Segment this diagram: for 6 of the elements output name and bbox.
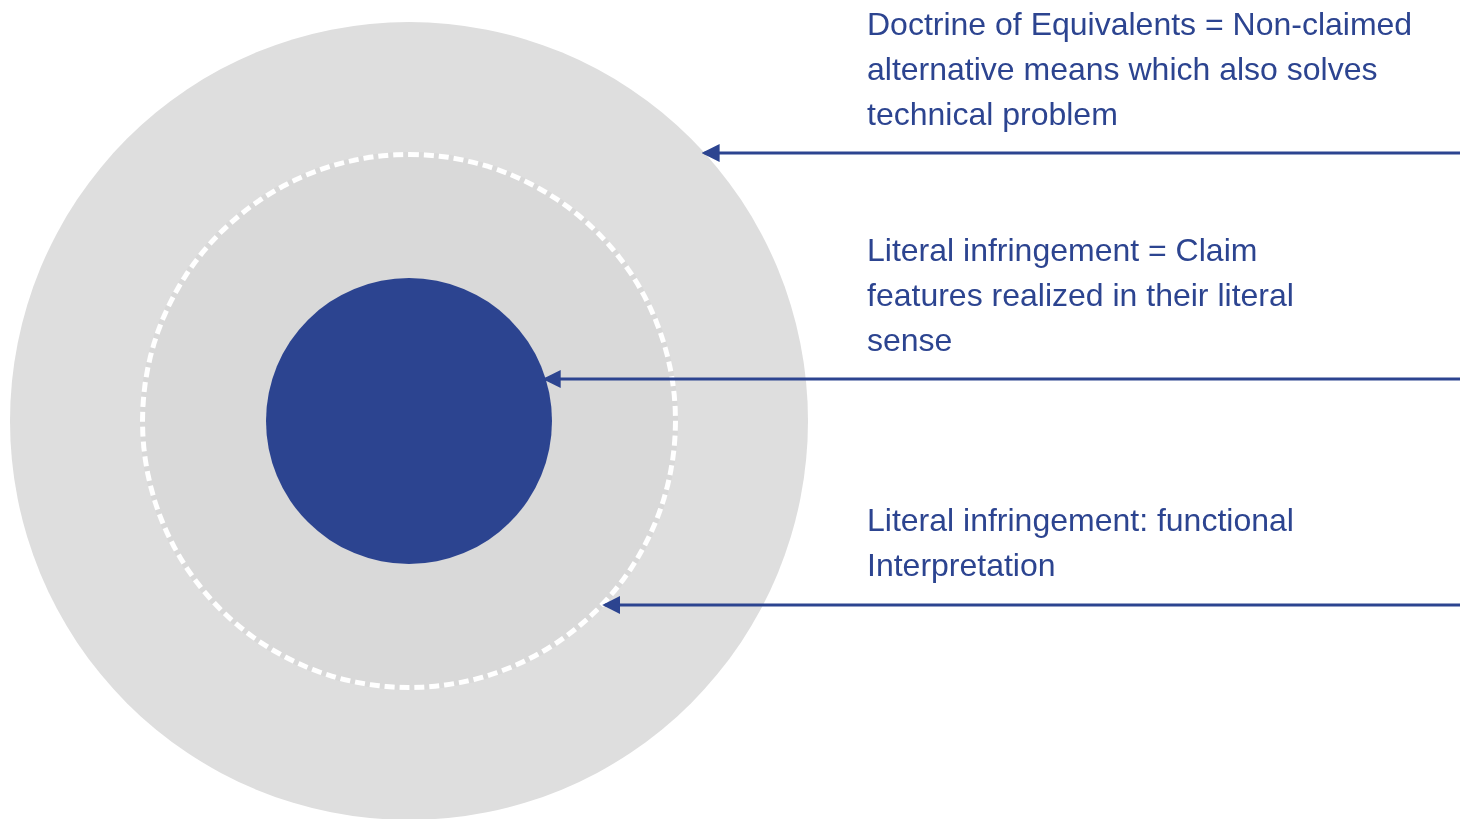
edge-label: Literal infringement = Claim features realized in their literal sense (867, 231, 1295, 360)
arrow (542, 370, 1460, 388)
arrow (701, 144, 1460, 162)
edge-label: Doctrine of Equivalents = Non-claimed alternative means which also solves technical problem (867, 5, 1414, 134)
arrow (602, 596, 1460, 614)
edge-label: Literal infringement: functional Interpretation (867, 501, 1295, 585)
